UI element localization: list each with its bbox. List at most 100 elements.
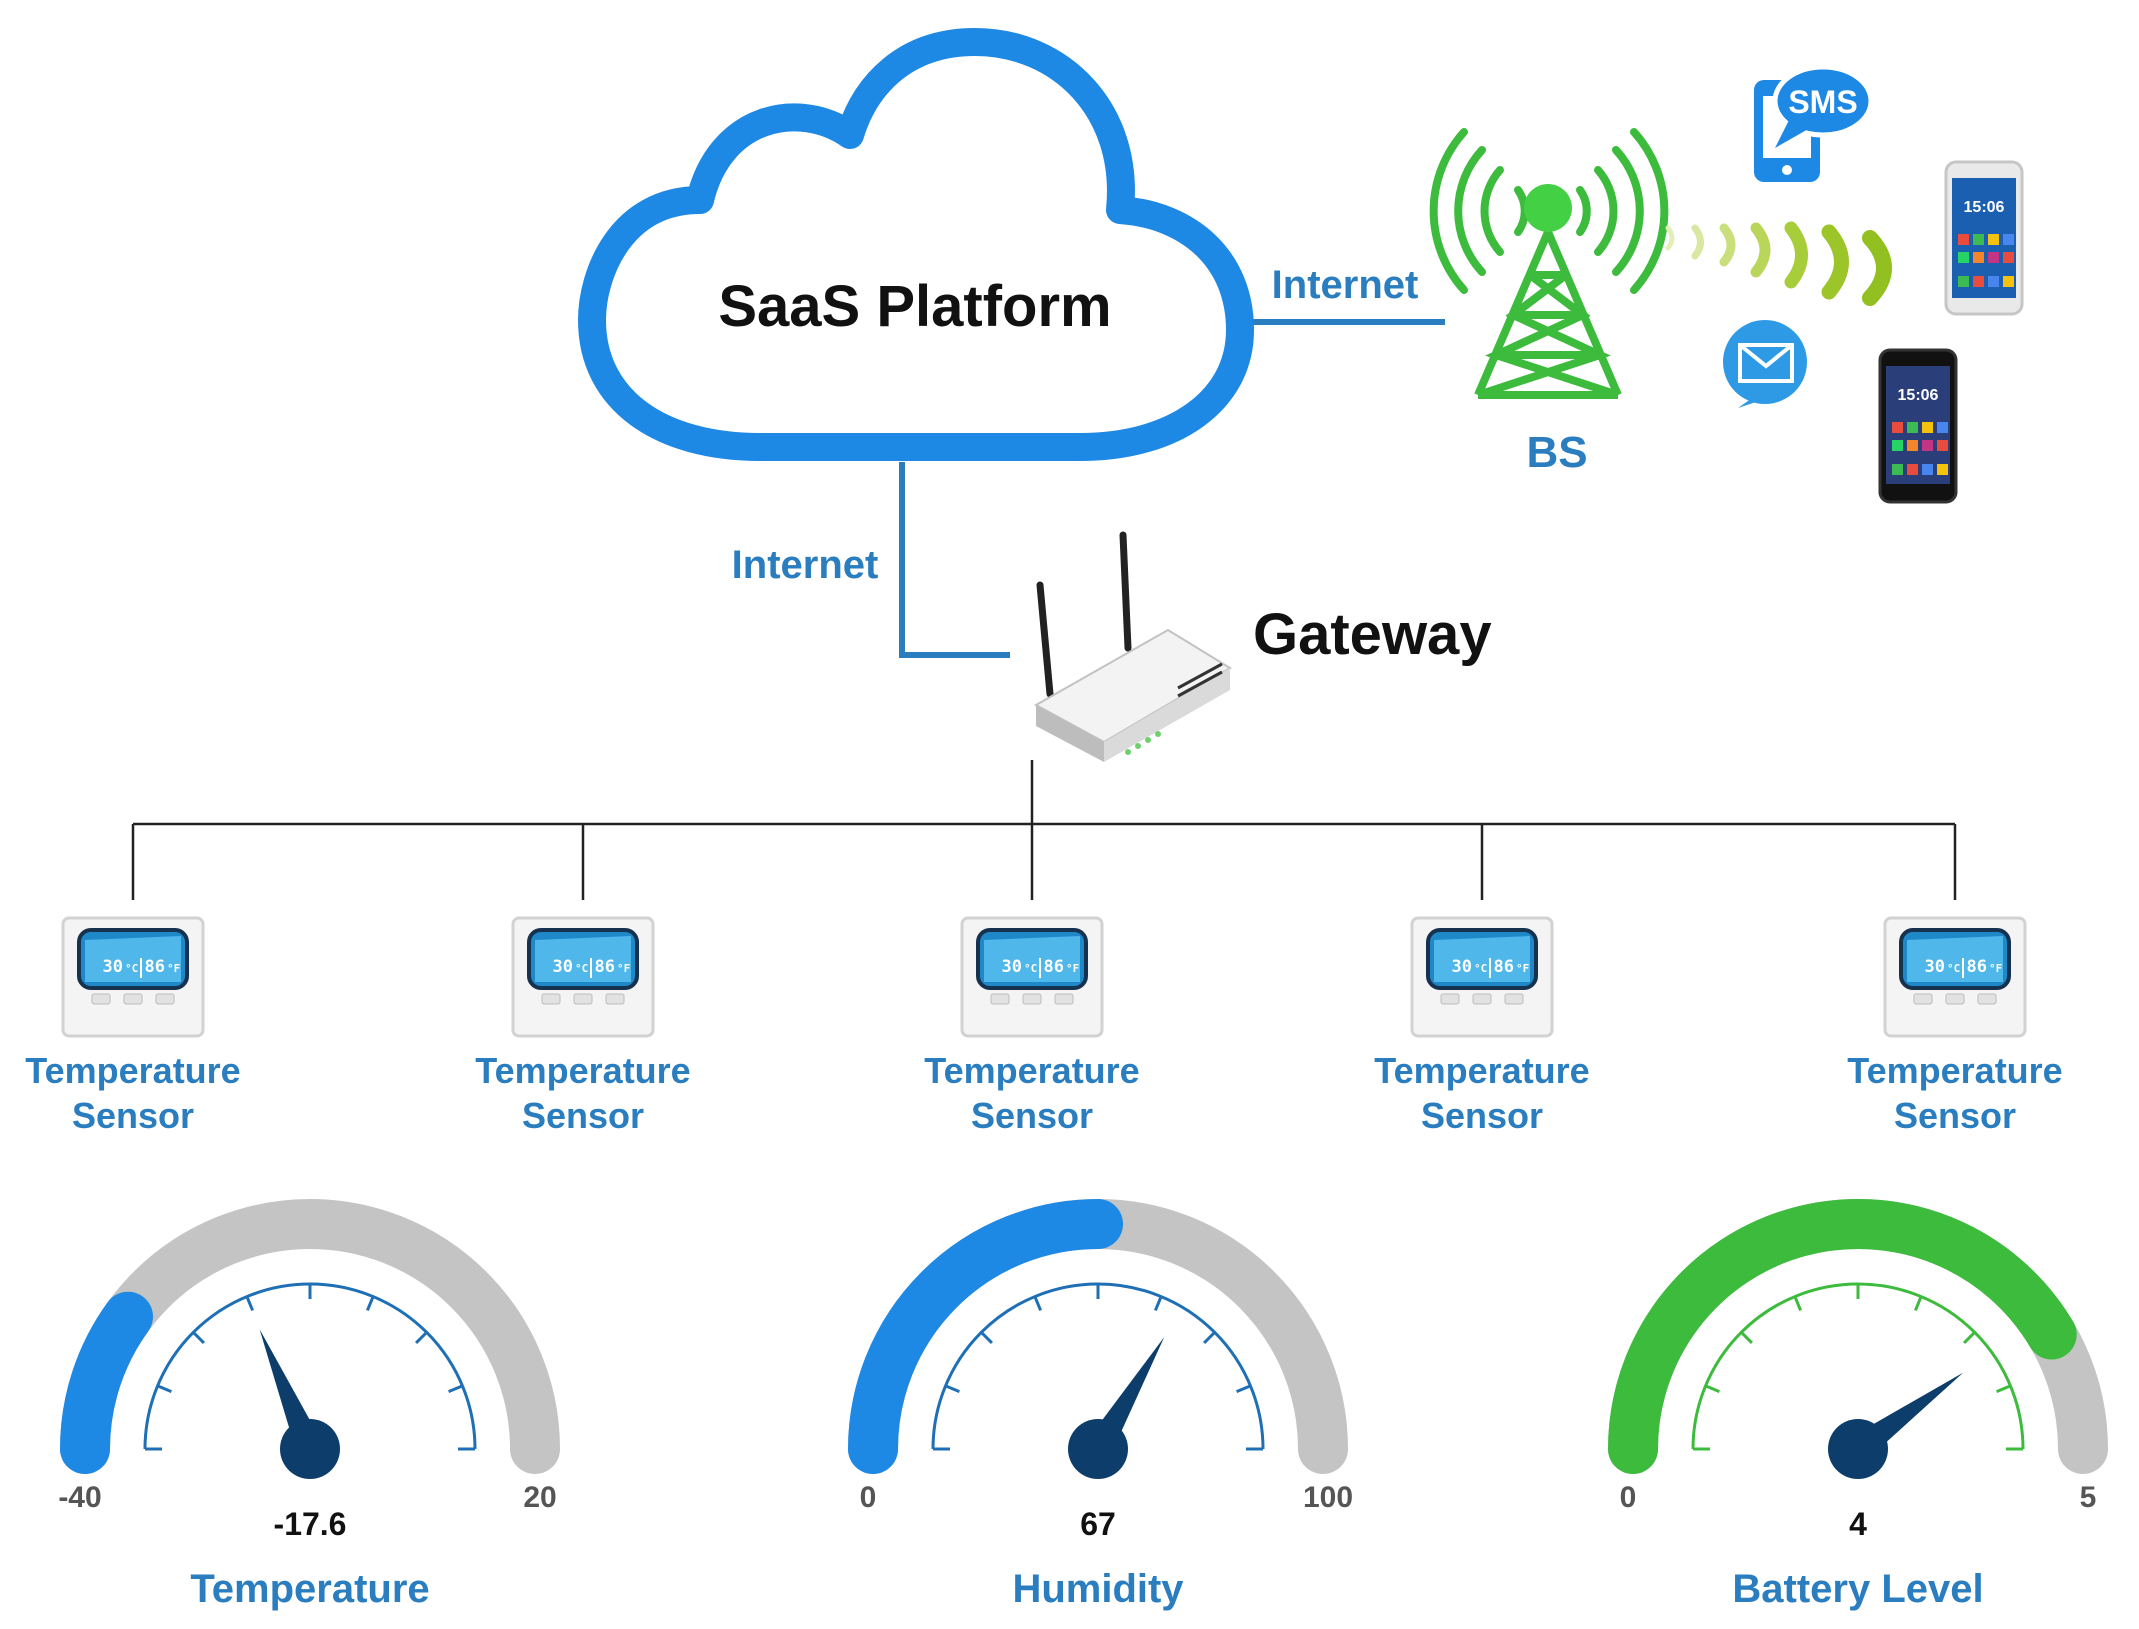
- link-label-bs: Internet: [1272, 263, 1419, 307]
- gauge-tick: [980, 1331, 993, 1344]
- gauge-tick: [1705, 1384, 1720, 1393]
- gauge-value-label: 67: [1080, 1506, 1116, 1542]
- sensor-label-line2: Sensor: [1421, 1095, 1543, 1136]
- gauge-fill: [1608, 1199, 2077, 1474]
- link-cloud-to-gateway: [899, 462, 1010, 658]
- gauge-min-label: 0: [860, 1481, 877, 1514]
- gauge-track: [60, 1199, 560, 1474]
- tower-icon: [1474, 230, 1622, 399]
- thermostat-fahrenheit-unit: °F: [167, 962, 180, 975]
- thermostat-icon: 30°C 86°F: [1410, 916, 1554, 1038]
- thermostat-icon: 30°C 86°F: [1883, 916, 2027, 1038]
- router-icon: [1033, 531, 1232, 762]
- thermostat-fahrenheit-unit: °F: [617, 962, 630, 975]
- gauge-tick: [945, 1384, 960, 1393]
- gauge-value-label: -17.6: [274, 1506, 347, 1542]
- smartphone-black: 15:06: [1878, 348, 1958, 504]
- gauge-min-label: 0: [1620, 1481, 1637, 1514]
- gauge-tick: [192, 1331, 205, 1344]
- gauge-tick: [1740, 1331, 1753, 1344]
- gauge-title: Temperature: [190, 1567, 429, 1611]
- thermostat-celsius-unit: °C: [1474, 962, 1487, 975]
- sensor-label-line1: Temperature: [25, 1050, 240, 1091]
- sms-bubble-label: SMS: [1788, 84, 1857, 120]
- phone-white-clock: 15:06: [1964, 199, 2005, 216]
- thermostat-celsius: 30: [1925, 957, 1945, 977]
- gateway-label: Gateway: [1253, 602, 1492, 667]
- gauge-tick: [1154, 1296, 1163, 1311]
- gauge-tick: [448, 1384, 463, 1393]
- thermostat-fahrenheit: 86: [1494, 957, 1514, 977]
- smartphone-white: 15:06: [1944, 160, 2024, 316]
- thermostat-celsius: 30: [103, 957, 123, 977]
- thermostat-celsius: 30: [553, 957, 573, 977]
- envelope-icon: [1723, 320, 1807, 408]
- thermostat-icon: 30°C 86°F: [511, 916, 655, 1038]
- phone-black-clock: 15:06: [1898, 387, 1939, 404]
- gauge-tick: [1033, 1296, 1042, 1311]
- sensor-label-line1: Temperature: [1374, 1050, 1589, 1091]
- thermostat-icon: 30°C 86°F: [61, 916, 205, 1038]
- sms-bubble-icon: SMS: [1772, 64, 1874, 148]
- tower-label: BS: [1526, 428, 1587, 477]
- thermostat-celsius-unit: °C: [1024, 962, 1037, 975]
- thermostat-fahrenheit: 86: [1044, 957, 1064, 977]
- thermostat-celsius-unit: °C: [125, 962, 138, 975]
- radio-waves-icon: [1429, 128, 1669, 294]
- sensor-label-line1: Temperature: [924, 1050, 1139, 1091]
- gauge-title: Battery Level: [1732, 1567, 1983, 1611]
- sms-notification: SMS: [1754, 64, 1874, 182]
- sensor-label-line2: Sensor: [72, 1095, 194, 1136]
- gauge-needle-hub: [1068, 1419, 1128, 1479]
- app-grid-icon: [1958, 234, 2014, 287]
- thermostat-fahrenheit-unit: °F: [1516, 962, 1529, 975]
- sensor-label-line2: Sensor: [971, 1095, 1093, 1136]
- base-station: BS: [1429, 128, 1669, 477]
- gauge-tick: [1203, 1331, 1216, 1344]
- gauge-tick: [245, 1296, 254, 1311]
- gauge-tick: [366, 1296, 375, 1311]
- gauge-tick: [1963, 1331, 1976, 1344]
- thermostat-celsius-unit: °C: [575, 962, 588, 975]
- sensor-label-line1: Temperature: [475, 1050, 690, 1091]
- cloud-label: SaaS Platform: [718, 274, 1111, 339]
- gauge-needle-hub: [1828, 1419, 1888, 1479]
- gauge-max-label: 20: [523, 1481, 556, 1514]
- thermostat-celsius: 30: [1452, 957, 1472, 977]
- gauge-tick: [157, 1384, 172, 1393]
- signal-arcs-icon: [1665, 221, 1892, 306]
- gauge-max-label: 100: [1303, 1481, 1353, 1514]
- gauge-tick: [1793, 1296, 1802, 1311]
- thermostat-fahrenheit: 86: [145, 957, 165, 977]
- thermostat-celsius: 30: [1002, 957, 1022, 977]
- gauge-fill: [60, 1291, 153, 1474]
- gauge-min-label: -40: [58, 1481, 101, 1514]
- thermostat-fahrenheit: 86: [595, 957, 615, 977]
- gauge-tick: [1996, 1384, 2011, 1393]
- gauge-tick: [1236, 1384, 1251, 1393]
- gauge-max-label: 5: [2080, 1481, 2097, 1514]
- tower-beacon-icon: [1524, 184, 1572, 232]
- thermostat-fahrenheit: 86: [1967, 957, 1987, 977]
- cloud: SaaS Platform: [578, 28, 1254, 461]
- thermostat-fahrenheit-unit: °F: [1989, 962, 2002, 975]
- cloud-icon: [578, 28, 1254, 461]
- sensor-label-line2: Sensor: [1894, 1095, 2016, 1136]
- app-grid-icon: [1892, 422, 1948, 475]
- thermostat-celsius-unit: °C: [1947, 962, 1960, 975]
- gauge-fill: [848, 1199, 1123, 1474]
- connectors: [131, 319, 1957, 900]
- gauge-tick: [415, 1331, 428, 1344]
